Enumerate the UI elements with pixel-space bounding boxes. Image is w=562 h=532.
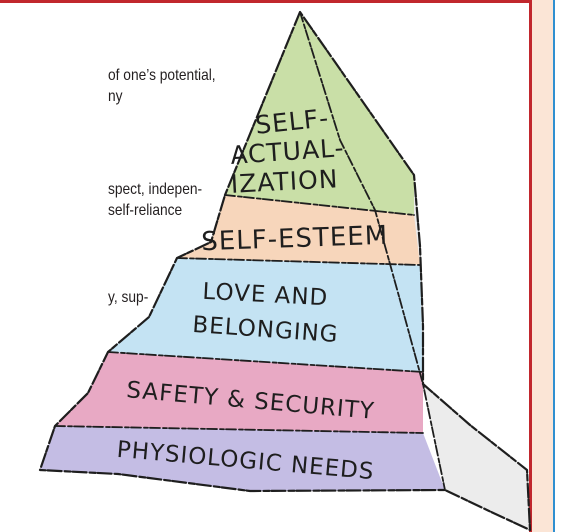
tier-divider [54,425,424,434]
page-frame-top [0,0,532,3]
tier-self-esteem [177,195,420,265]
tier-label: SELF-ESTEEM [201,221,389,258]
sidebar-edge [553,0,555,532]
tier-self-actualization [225,12,414,215]
tier-label: IZATION [230,164,339,199]
tier-divider [176,257,421,266]
tier-physiologic-needs [40,426,445,491]
body-text-line: of one’s potential, [108,67,216,84]
tier-safety-and-security [55,352,423,433]
tier-love-and-belonging [108,258,423,372]
body-text-line: ny [108,88,123,105]
pyramid-outline [38,10,532,532]
page-frame-right [529,0,532,532]
pyramid-front-edge [299,11,446,491]
body-text-line: self-reliance [108,202,183,219]
tier-divider [107,351,424,373]
body-text-line: y, sup- [108,289,149,306]
body-text-line: spect, indepen- [108,181,203,198]
tier-divider [224,194,415,216]
sidebar-stripe [532,0,553,532]
